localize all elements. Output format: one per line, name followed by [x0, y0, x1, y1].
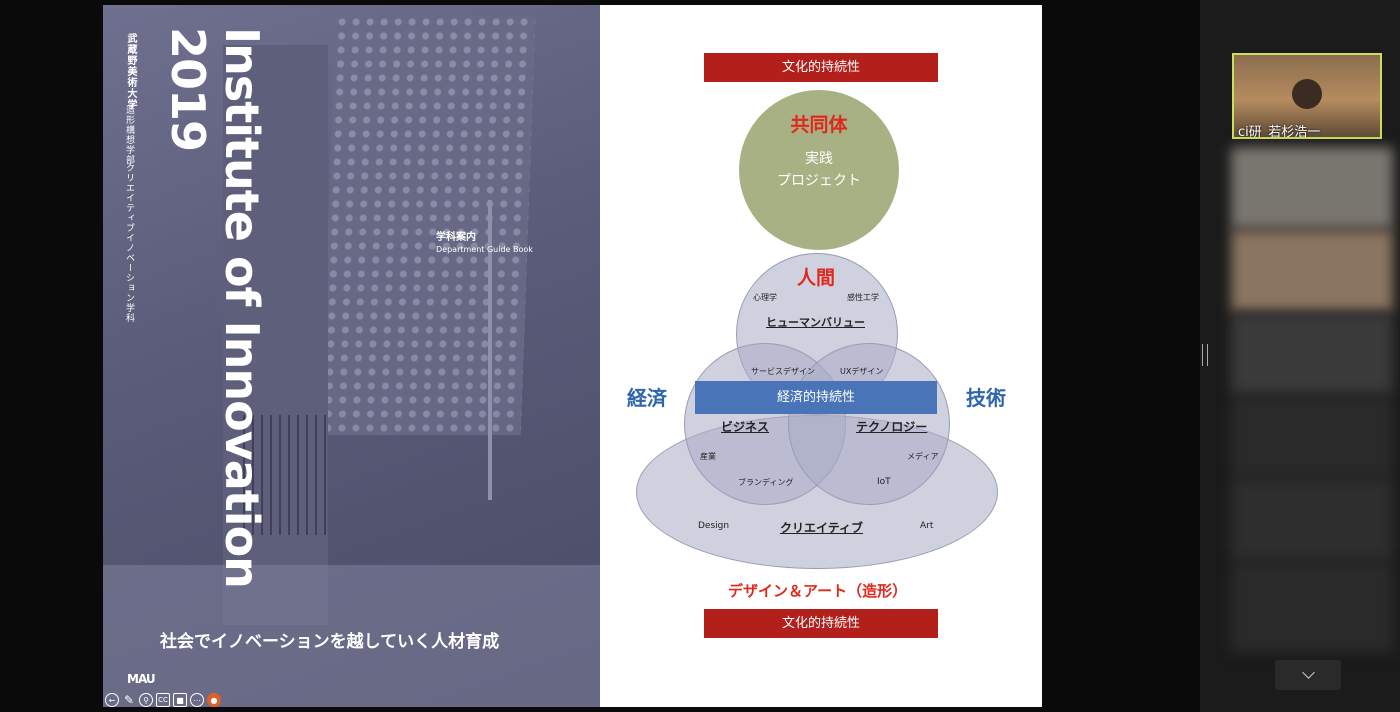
creative-label: クリエイティブ — [780, 521, 864, 535]
human-title: 人間 — [796, 267, 835, 289]
kansei-label: 感性工学 — [847, 293, 879, 302]
camera-icon[interactable]: ■ — [173, 693, 187, 707]
economy-label: 経済 — [627, 386, 667, 410]
technology-label: テクノロジー — [856, 420, 928, 434]
guide-en: Department Guide Book — [436, 245, 533, 254]
media-label: メディア — [907, 452, 939, 461]
community-title: 共同体 — [790, 114, 848, 136]
slide-diagram-page: 文化的持続性 共同体 実践 プロジェクト 人間 心理学 感性工学 ヒューマンバリ… — [600, 5, 1042, 707]
scroll-down-button[interactable] — [1275, 660, 1341, 690]
ux-design-label: UXデザイン — [840, 367, 884, 376]
guide-jp: 学科案内 — [436, 232, 476, 243]
psychology-label: 心理学 — [753, 293, 777, 302]
chevron-down-icon — [1301, 666, 1315, 679]
economy-bar: 経済的持続性 — [695, 381, 937, 414]
cc-icon[interactable]: CC — [156, 693, 170, 707]
top-culture-bar: 文化的持続性 — [704, 53, 938, 82]
panel-resize-handle[interactable] — [1202, 344, 1208, 366]
design-art-label: デザイン＆アート（造形） — [728, 582, 908, 600]
back-icon[interactable]: ← — [105, 693, 119, 707]
speaker-avatar — [1292, 79, 1322, 109]
university-name: 武蔵野美術大学 — [125, 33, 136, 110]
participant-tile-4[interactable] — [1231, 396, 1393, 478]
iot-label: IoT — [877, 477, 891, 487]
industry-label: 産業 — [700, 452, 716, 461]
participant-tile-5[interactable] — [1231, 479, 1393, 561]
viewer-toolbar: ← ✎ ⚲ CC ■ ⋯ ● — [105, 693, 221, 707]
slide-cover-page: Institute of Innovation 2019 武蔵野美術大学 造形構… — [103, 5, 600, 707]
participant-tile-1[interactable] — [1231, 147, 1393, 229]
fence-railing — [243, 415, 333, 535]
pole — [488, 200, 492, 500]
pen-icon[interactable]: ✎ — [123, 693, 135, 707]
zoom-icon[interactable]: ⚲ — [139, 693, 153, 707]
branding-label: ブランディング — [738, 478, 794, 487]
more-icon[interactable]: ⋯ — [190, 693, 204, 707]
business-label: ビジネス — [721, 420, 770, 434]
participant-tile-2[interactable] — [1231, 230, 1393, 312]
community-sub1: 実践 — [805, 151, 833, 167]
human-value-label: ヒューマンバリュー — [766, 316, 865, 329]
participant-tile-6[interactable] — [1231, 562, 1393, 652]
speaker-name: ci研_若杉浩一 — [1238, 125, 1321, 139]
department-name: クリエイティブイノベーション学科 — [124, 163, 134, 323]
community-sub2: プロジェクト — [777, 173, 861, 189]
pointer-icon[interactable]: ● — [207, 693, 221, 707]
participant-tile-3[interactable] — [1231, 313, 1393, 395]
service-design-label: サービスデザイン — [751, 367, 815, 376]
mau-logo: MAU — [127, 672, 156, 686]
active-speaker-tile[interactable]: ci研_若杉浩一 — [1232, 53, 1382, 139]
building-ground — [103, 565, 600, 707]
vertical-title: Institute of Innovation 2019 — [161, 27, 269, 588]
technology-side-label: 技術 — [966, 386, 1006, 410]
community-circle — [739, 90, 899, 250]
art-label: Art — [920, 521, 934, 531]
building-facade-image — [320, 15, 536, 435]
design-label: Design — [698, 521, 730, 531]
faculty-name: 造形構想学部 — [124, 105, 134, 165]
tagline: 社会でイノベーションを越していく人材育成 — [160, 632, 500, 652]
bottom-culture-bar: 文化的持続性 — [704, 609, 938, 638]
technology-circle — [788, 343, 950, 505]
